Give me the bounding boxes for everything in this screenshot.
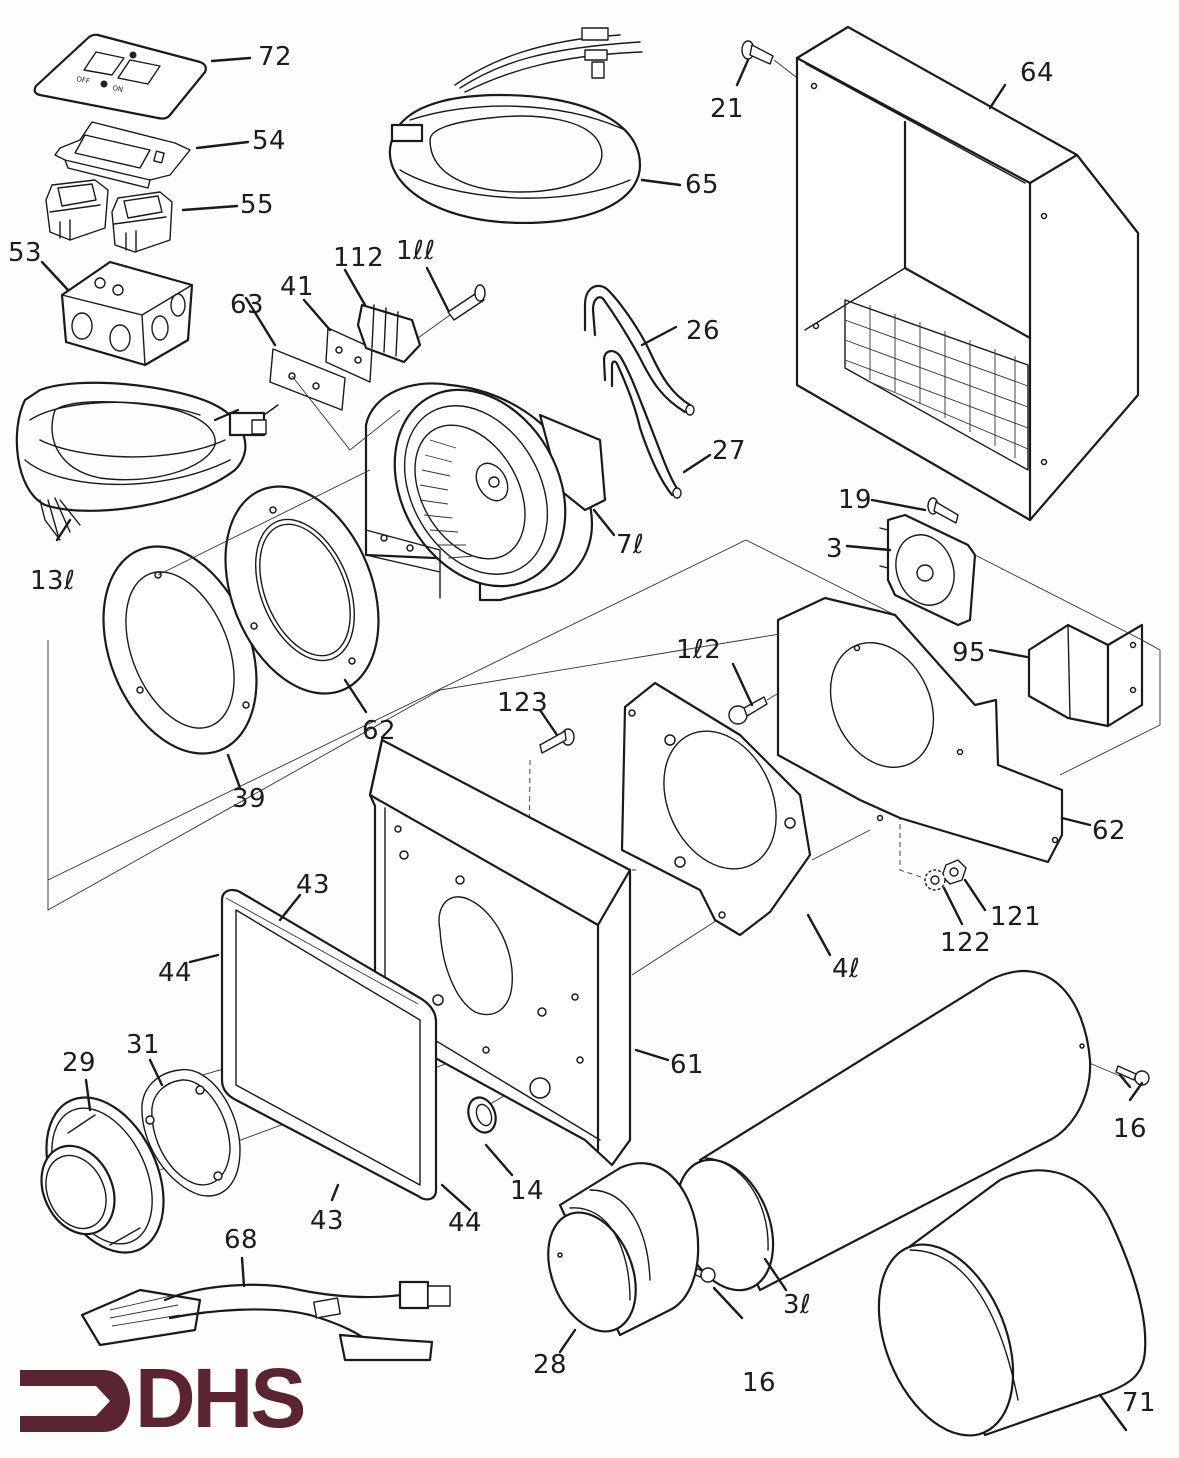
leader-lines [40,56,1144,1432]
callout-68: 68 [224,1225,259,1255]
callout-43-bottom: 43 [310,1206,345,1236]
callout-55: 55 [240,190,275,220]
plate-dot-bottom [100,80,108,88]
guide-line-4 [974,554,1161,776]
callout-43-top: 43 [296,870,331,900]
callout-39: 39 [232,784,267,814]
callout-3: 3 [826,534,844,564]
callout-44-bottom: 44 [448,1208,483,1238]
back-panel [368,738,632,1167]
callout-95: 95 [952,638,987,668]
right-arrow-bracket-icon [20,1370,130,1432]
guide-line-6 [631,829,871,976]
callout-62-plate: 62 [1092,816,1127,846]
wiring-harness-left [15,381,279,541]
callout-19: 19 [838,485,873,515]
control-wiring-harness [80,1280,451,1362]
wiring-harness-top [388,27,643,224]
gasket-plate-40 [620,681,812,937]
screw-100 [417,284,486,339]
callout-29: 29 [62,1048,97,1078]
front-cabinet [795,25,1140,522]
callout-123: 123 [497,688,549,718]
grommet [467,1096,497,1134]
callout-16-top: 16 [1113,1114,1148,1144]
callout-44-side: 44 [158,958,193,988]
gasket-39 [102,545,258,755]
control-module [1027,623,1144,728]
outer-vent-sleeve [877,1169,1147,1437]
switch-mounting-bracket [54,121,191,189]
vent-cap [547,1162,700,1337]
guide-line-1 [47,539,897,911]
junction-box [60,260,194,367]
terminal-plate [269,348,346,411]
switch-wall-plate: OFF ON [33,33,207,120]
callout-130: 13ℓ [30,566,76,596]
guide-line-2 [157,469,371,576]
insulator-plate [325,327,373,383]
callout-100: 1ℓℓ [396,236,436,266]
callout-53: 53 [8,238,43,268]
callout-64: 64 [1020,58,1055,88]
callout-27: 27 [712,436,747,466]
rocker-switches [45,179,173,253]
callout-102: 1ℓ2 [676,635,722,665]
guide-line-3 [291,375,401,451]
gasket-ring-62 [224,485,380,695]
screw-123 [539,728,575,754]
vent-terminal-collar [40,1096,165,1254]
callout-16-bottom: 16 [742,1368,777,1398]
callout-112: 112 [333,243,385,273]
screw-21 [741,40,797,78]
callout-61: 61 [670,1050,705,1080]
cabinet-grille [844,299,1029,471]
callout-63: 63 [230,290,265,320]
vent-pipe [675,969,1092,1292]
plate-dot-top [129,51,137,59]
on-marking: ON [112,84,124,94]
tube-26 [583,284,695,416]
callout-21: 21 [710,94,745,124]
callout-26: 26 [686,316,721,346]
gasket-ring-31 [141,1069,241,1197]
callout-31: 31 [126,1030,161,1060]
off-marking: OFF [76,75,91,86]
callout-70: 7ℓ [616,530,645,560]
guide-line-9 [899,815,931,881]
mounting-plate-62 [776,596,1064,864]
blower-motor-assembly [364,382,607,602]
callout-71: 71 [1122,1388,1157,1418]
frame-gasket [220,889,438,1201]
pressure-switch [879,513,977,627]
callout-28: 28 [533,1350,568,1380]
callout-121: 121 [990,902,1042,932]
lock-washer-122 [924,869,946,891]
screw-19 [927,497,959,524]
callout-41: 41 [280,272,315,302]
callout-14: 14 [510,1176,545,1206]
callout-40: 4ℓ [832,954,861,984]
brand-logo-text: DHS [135,1351,306,1445]
callout-62-ring: 62 [362,716,397,746]
terminal-block [356,303,422,364]
callout-65: 65 [685,170,720,200]
tube-27 [602,350,682,499]
callout-72: 72 [258,42,293,72]
callout-122: 122 [940,928,992,958]
callout-54: 54 [252,126,287,156]
callout-30: 3ℓ [783,1290,812,1320]
